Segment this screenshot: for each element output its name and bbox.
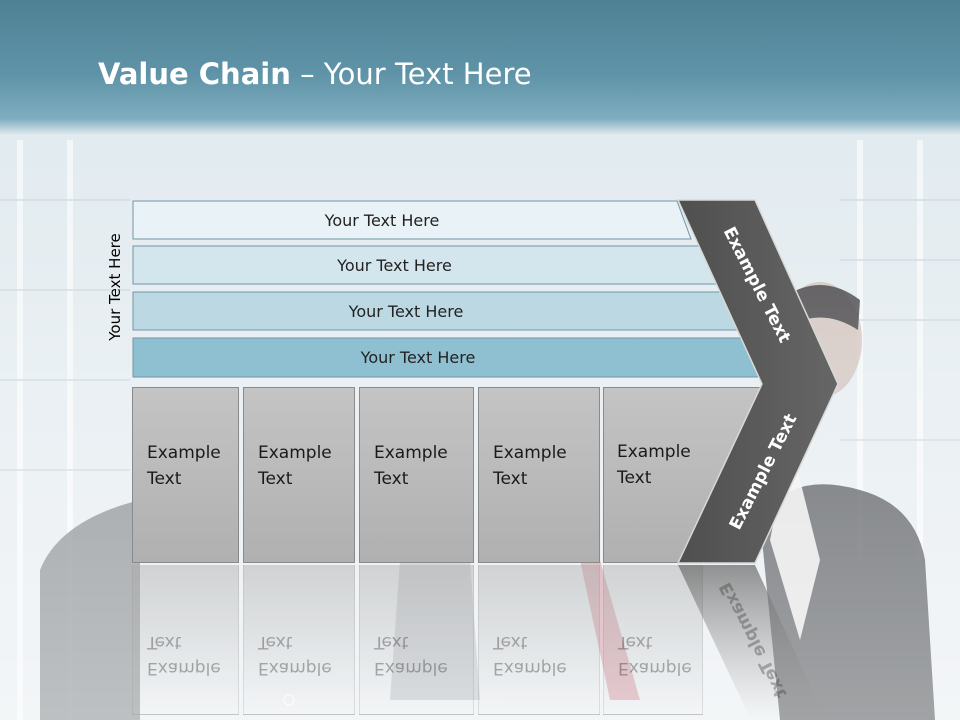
side-label-text: Your Text Here	[106, 233, 124, 341]
bar-1-label: Your Text Here	[324, 210, 440, 230]
box-4[interactable]: Example Text	[478, 387, 600, 563]
slide-title-bold: Value Chain	[98, 57, 291, 91]
bar-1[interactable]: Your Text Here	[132, 200, 692, 240]
chevron-reflection	[678, 565, 825, 718]
slide-title: Value Chain – Your Text Here	[98, 54, 532, 94]
box-2-reflection-label: Example Text	[258, 632, 332, 678]
box-5-label: Example Text	[617, 442, 691, 488]
slide-title-rest: – Your Text Here	[290, 57, 532, 91]
bar-4-label: Your Text Here	[360, 347, 476, 367]
bar-2[interactable]: Your Text Here	[132, 245, 717, 285]
box-1-label: Example Text	[147, 443, 221, 489]
box-3[interactable]: Example Text	[359, 387, 474, 563]
box-4-reflection-label: Example Text	[493, 632, 567, 678]
box-1-reflection-label: Example Text	[147, 632, 221, 678]
box-2-reflection: Example Text	[243, 565, 355, 715]
box-2-label: Example Text	[258, 443, 332, 489]
ring-decoration	[283, 694, 295, 706]
box-5-reflection: Example Text	[603, 565, 703, 715]
bar-4[interactable]: Your Text Here	[132, 337, 764, 378]
box-4-label: Example Text	[493, 443, 567, 489]
header-band	[0, 0, 960, 135]
box-3-label: Example Text	[374, 443, 448, 489]
box-1[interactable]: Example Text	[132, 387, 239, 563]
bar-3-label: Your Text Here	[348, 301, 464, 321]
box-2[interactable]: Example Text	[243, 387, 355, 563]
bar-2-label: Your Text Here	[337, 255, 452, 275]
box-4-reflection: Example Text	[478, 565, 600, 715]
box-1-reflection: Example Text	[132, 565, 239, 715]
chevron-arrow[interactable]	[670, 198, 845, 568]
box-3-reflection-label: Example Text	[374, 632, 448, 678]
bar-3[interactable]: Your Text Here	[132, 291, 740, 331]
box-3-reflection: Example Text	[359, 565, 474, 715]
